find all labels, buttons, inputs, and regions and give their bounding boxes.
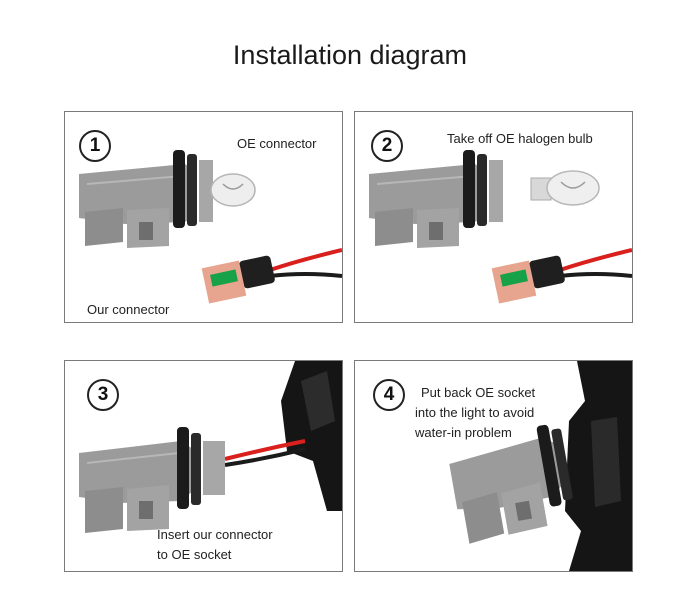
page-title: Installation diagram: [232, 40, 468, 70]
step-1-illustration: [79, 150, 342, 304]
step-3-line-1: Insert our connector: [157, 527, 273, 542]
socket-neck: [203, 441, 225, 495]
step-3-panel: 3 Insert our connector to OE socket: [64, 360, 343, 572]
socket-neck: [199, 160, 213, 222]
red-wire: [269, 248, 342, 272]
step-4-illustration: [449, 361, 632, 571]
step-3-instruction: Insert our connector to OE socket: [157, 525, 273, 565]
step-4-panel: 4 Put back OE socket into the light to a…: [354, 360, 633, 572]
step-4-line-3: water-in problem: [415, 425, 512, 440]
step-1-number: 1: [79, 130, 111, 162]
seal-ring: [536, 424, 562, 507]
heat-shrink: [239, 255, 275, 289]
step-4-line-1: Put back OE socket: [421, 385, 536, 400]
latch-hole: [429, 222, 443, 240]
connector-tab: [375, 208, 413, 246]
seal-ring: [477, 154, 487, 226]
seal-ring: [463, 150, 475, 228]
connector-tab: [85, 487, 123, 533]
bulb-icon: [210, 173, 256, 207]
seal-ring: [177, 427, 189, 509]
red-wire: [224, 439, 306, 461]
black-wire: [224, 447, 306, 467]
seal-ring: [191, 433, 201, 505]
step-3-line-2: to OE socket: [157, 547, 232, 562]
step-2-number: 2: [371, 130, 403, 162]
step-2-panel: 2 Take off OE halogen bulb: [354, 111, 633, 323]
connector-tab: [462, 492, 505, 544]
red-wire: [559, 248, 632, 272]
seal-ring: [551, 428, 573, 501]
step-4-instruction: Put back OE socket into the light to avo…: [415, 383, 535, 443]
our-connector-label: Our connector: [87, 302, 170, 317]
seal-ring: [173, 150, 185, 228]
step-4-number: 4: [373, 379, 405, 411]
connector-tab: [85, 208, 123, 246]
latch-hole: [139, 501, 153, 519]
led-board-icon: [491, 260, 537, 304]
socket-neck: [489, 160, 503, 222]
heat-shrink: [529, 255, 565, 289]
seal-ring: [187, 154, 197, 226]
step-4-line-2: into the light to avoid: [415, 405, 535, 420]
step-3-illustration: [79, 361, 342, 533]
led-board-icon: [201, 260, 247, 304]
step-1-panel: 1 OE connector Our connector: [64, 111, 343, 323]
step-2-illustration: [369, 150, 632, 304]
oe-connector-label: OE connector: [237, 136, 317, 151]
black-wire: [559, 272, 632, 278]
take-off-bulb-label: Take off OE halogen bulb: [447, 131, 593, 146]
black-wire: [269, 272, 342, 278]
step-3-number: 3: [87, 379, 119, 411]
latch-hole: [139, 222, 153, 240]
latch-hole: [515, 500, 533, 521]
halogen-bulb-icon: [530, 170, 600, 206]
